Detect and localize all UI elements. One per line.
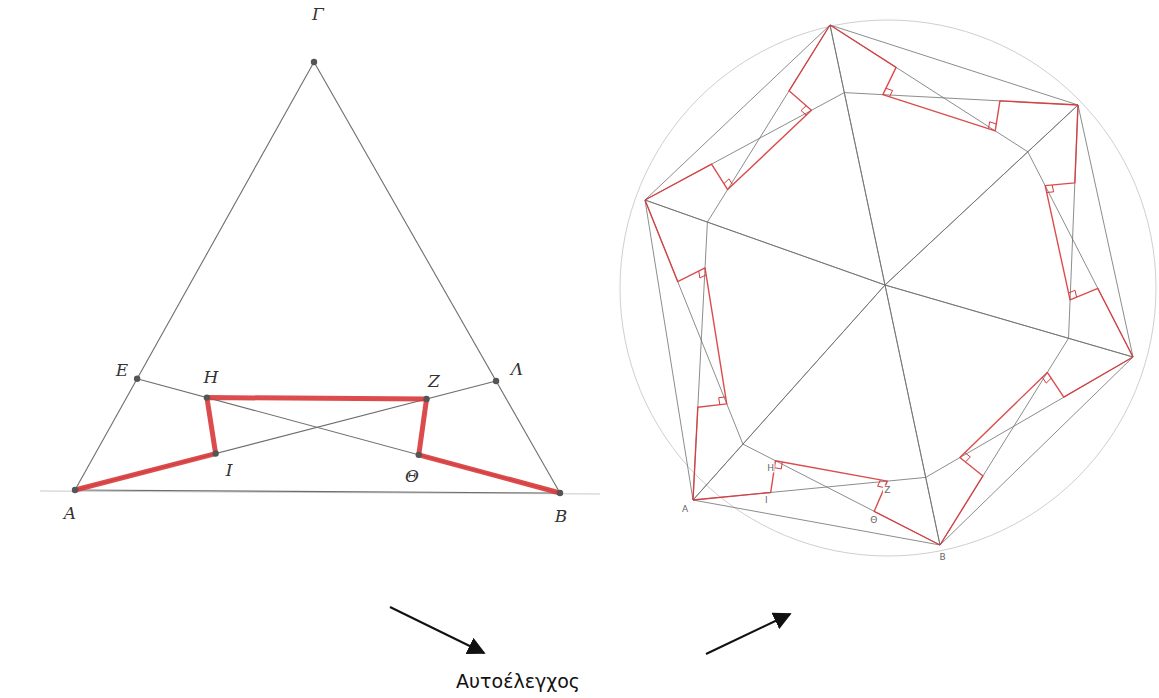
- right-angle-mark: [774, 462, 782, 469]
- extension-line: [40, 491, 600, 494]
- point-label: Η: [203, 369, 220, 386]
- point-dot: [311, 59, 317, 65]
- point-label: Γ: [311, 6, 325, 23]
- red-path: [75, 398, 560, 493]
- right-angle-mark: [886, 88, 893, 96]
- point-label: Θ: [404, 468, 420, 485]
- right-angle-mark: [1042, 377, 1051, 383]
- right-angle-mark: [965, 453, 970, 462]
- right-angle-mark: [1069, 290, 1077, 297]
- construction-line: [885, 285, 940, 545]
- point-dot: [212, 450, 218, 456]
- construction-line: [75, 490, 560, 493]
- construction-line: [645, 200, 885, 285]
- construction-line: [885, 105, 1078, 285]
- hexagon-construction: [620, 20, 1156, 556]
- construction-line: [645, 200, 693, 500]
- construction-line: [885, 285, 1133, 357]
- point-label: Α: [681, 504, 689, 513]
- point-label: Ζ: [883, 486, 891, 495]
- construction-line: [645, 200, 885, 285]
- red-path: [1045, 105, 1133, 357]
- point-dot: [423, 396, 429, 402]
- right-angle-mark: [1047, 185, 1054, 192]
- point-dot: [134, 376, 140, 382]
- construction-line: [830, 25, 885, 285]
- point-label: Ε: [115, 362, 129, 379]
- construction-line: [830, 25, 885, 285]
- point-label: Ι: [225, 462, 234, 479]
- triangle-construction: [40, 59, 600, 496]
- point-dot: [557, 490, 563, 496]
- point-label: Β: [554, 508, 569, 525]
- right-angle-mark: [724, 179, 733, 185]
- point-dot: [416, 452, 422, 458]
- construction-line: [885, 105, 1078, 285]
- construction-line: [940, 357, 1133, 545]
- point-dot: [72, 487, 78, 493]
- pointer-arrow: [706, 614, 790, 654]
- point-label: Β: [938, 552, 946, 561]
- point-label: Ζ: [427, 373, 441, 390]
- right-angle-mark: [801, 106, 806, 115]
- circumcircle: [620, 20, 1156, 556]
- construction-line: [314, 62, 560, 493]
- red-path: [693, 461, 940, 545]
- construction-line: [830, 25, 1078, 105]
- right-angle-mark: [989, 122, 997, 129]
- right-angle-mark: [699, 271, 706, 278]
- construction-line: [885, 285, 940, 545]
- pointer-arrow: [390, 607, 484, 653]
- red-path: [645, 25, 830, 200]
- red-path: [940, 357, 1133, 545]
- point-label: Α: [63, 505, 77, 522]
- red-path: [830, 25, 1078, 131]
- caption-label: Αυτοέλεγχος: [456, 672, 580, 691]
- construction-line: [885, 285, 1133, 357]
- point-label: Θ: [869, 516, 878, 525]
- point-label: Λ: [510, 361, 524, 378]
- point-dot: [493, 378, 499, 384]
- construction-line: [693, 500, 940, 545]
- red-path: [645, 200, 727, 500]
- point-label: Ι: [764, 496, 769, 505]
- right-angle-mark: [719, 397, 726, 405]
- point-dot: [204, 394, 210, 400]
- construction-line: [1078, 105, 1133, 357]
- construction-line: [75, 62, 314, 490]
- point-label: Η: [766, 464, 775, 473]
